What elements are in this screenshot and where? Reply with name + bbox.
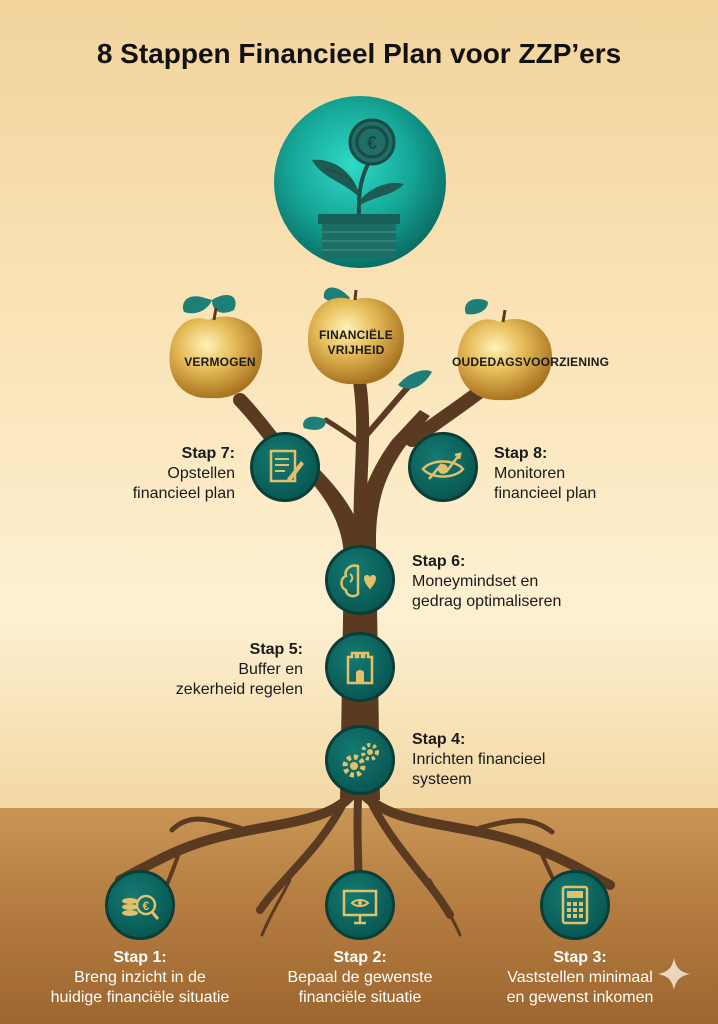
gears-icon [342,743,379,778]
step-2-line1: Bepaal de gewenste [287,969,433,986]
step-1-icon-circle: € [105,870,175,940]
brain-heart-icon [340,564,376,598]
step-8-line2: financieel plan [494,485,597,502]
svg-text:€: € [367,133,377,153]
step-6-head: Stap 6: [412,553,466,570]
step-5-line2: zekerheid regelen [175,681,303,698]
step-6-label: Stap 6: Moneymindset en gedrag optimalis… [412,552,602,612]
apple-center [307,289,404,385]
step-7-icon-circle [250,432,320,502]
step-3-line2: en gewenst inkomen [506,989,654,1006]
step-7-label: Stap 7: Opstellen financieel plan [120,444,235,504]
step-8-label: Stap 8: Monitoren financieel plan [494,444,634,504]
step-4-label: Stap 4: Inrichten financieel systeem [412,730,592,790]
step-6-icon-circle [325,545,395,615]
step-2-label: Stap 2: Bepaal de gewenste financiële si… [250,948,470,1008]
apple-label-line1: FINANCIËLE [319,328,393,342]
step-8-head: Stap 8: [494,445,548,462]
step-1-head: Stap 1: [113,949,167,966]
sparkle-icon [658,958,690,990]
step-6-line1: Moneymindset en [412,573,539,590]
step-1-line1: Breng inzicht in de [74,969,206,986]
calculator-icon [561,885,589,925]
step-7-line1: Opstellen [167,465,235,482]
svg-text:€: € [143,899,150,913]
step-5-label: Stap 5: Buffer en zekerheid regelen [150,640,303,700]
step-4-icon-circle [325,725,395,795]
step-3-icon-circle [540,870,610,940]
vision-board-icon [342,889,378,925]
step-6-line2: gedrag optimaliseren [412,593,562,610]
step-5-head: Stap 5: [249,641,303,658]
apple-label-vermogen: VERMOGEN [184,355,256,369]
step-2-head: Stap 2: [333,949,387,966]
step-5-icon-circle [325,632,395,702]
step-1-line2: huidige financiële situatie [50,989,230,1006]
step-2-icon-circle [325,870,395,940]
step-5-line1: Buffer en [238,661,303,678]
coins-magnifier-icon: € [122,894,160,920]
eye-chart-icon [421,452,465,480]
step-4-line2: systeem [412,771,472,788]
page-title: 8 Stappen Financieel Plan voor ZZP’ers [96,38,622,69]
step-4-head: Stap 4: [412,731,466,748]
plant-emblem: € [274,96,446,268]
step-8-icon-circle [408,432,478,502]
step-1-label: Stap 1: Breng inzicht in de huidige fina… [20,948,260,1008]
tower-icon [346,651,374,685]
apple-label-line2: VRIJHEID [327,343,385,357]
step-2-line2: financiële situatie [298,989,422,1006]
apple-left [169,307,263,399]
apple-right [457,309,552,401]
step-8-line1: Monitoren [494,465,566,482]
apple-label-oudedagsvoorziening: OUDEDAGSVOORZIENING [452,355,610,369]
step-3-head: Stap 3: [553,949,607,966]
step-7-head: Stap 7: [181,445,235,462]
leaves [182,287,488,430]
document-pen-icon [269,449,304,483]
step-3-line1: Vaststellen minimaal [507,969,653,986]
step-7-line2: financieel plan [132,485,235,502]
apple-label-financiele-vrijheid: FINANCIËLE VRIJHEID [300,328,412,358]
step-3-label: Stap 3: Vaststellen minimaal en gewenst … [470,948,690,1008]
step-4-line1: Inrichten financieel [412,751,546,768]
